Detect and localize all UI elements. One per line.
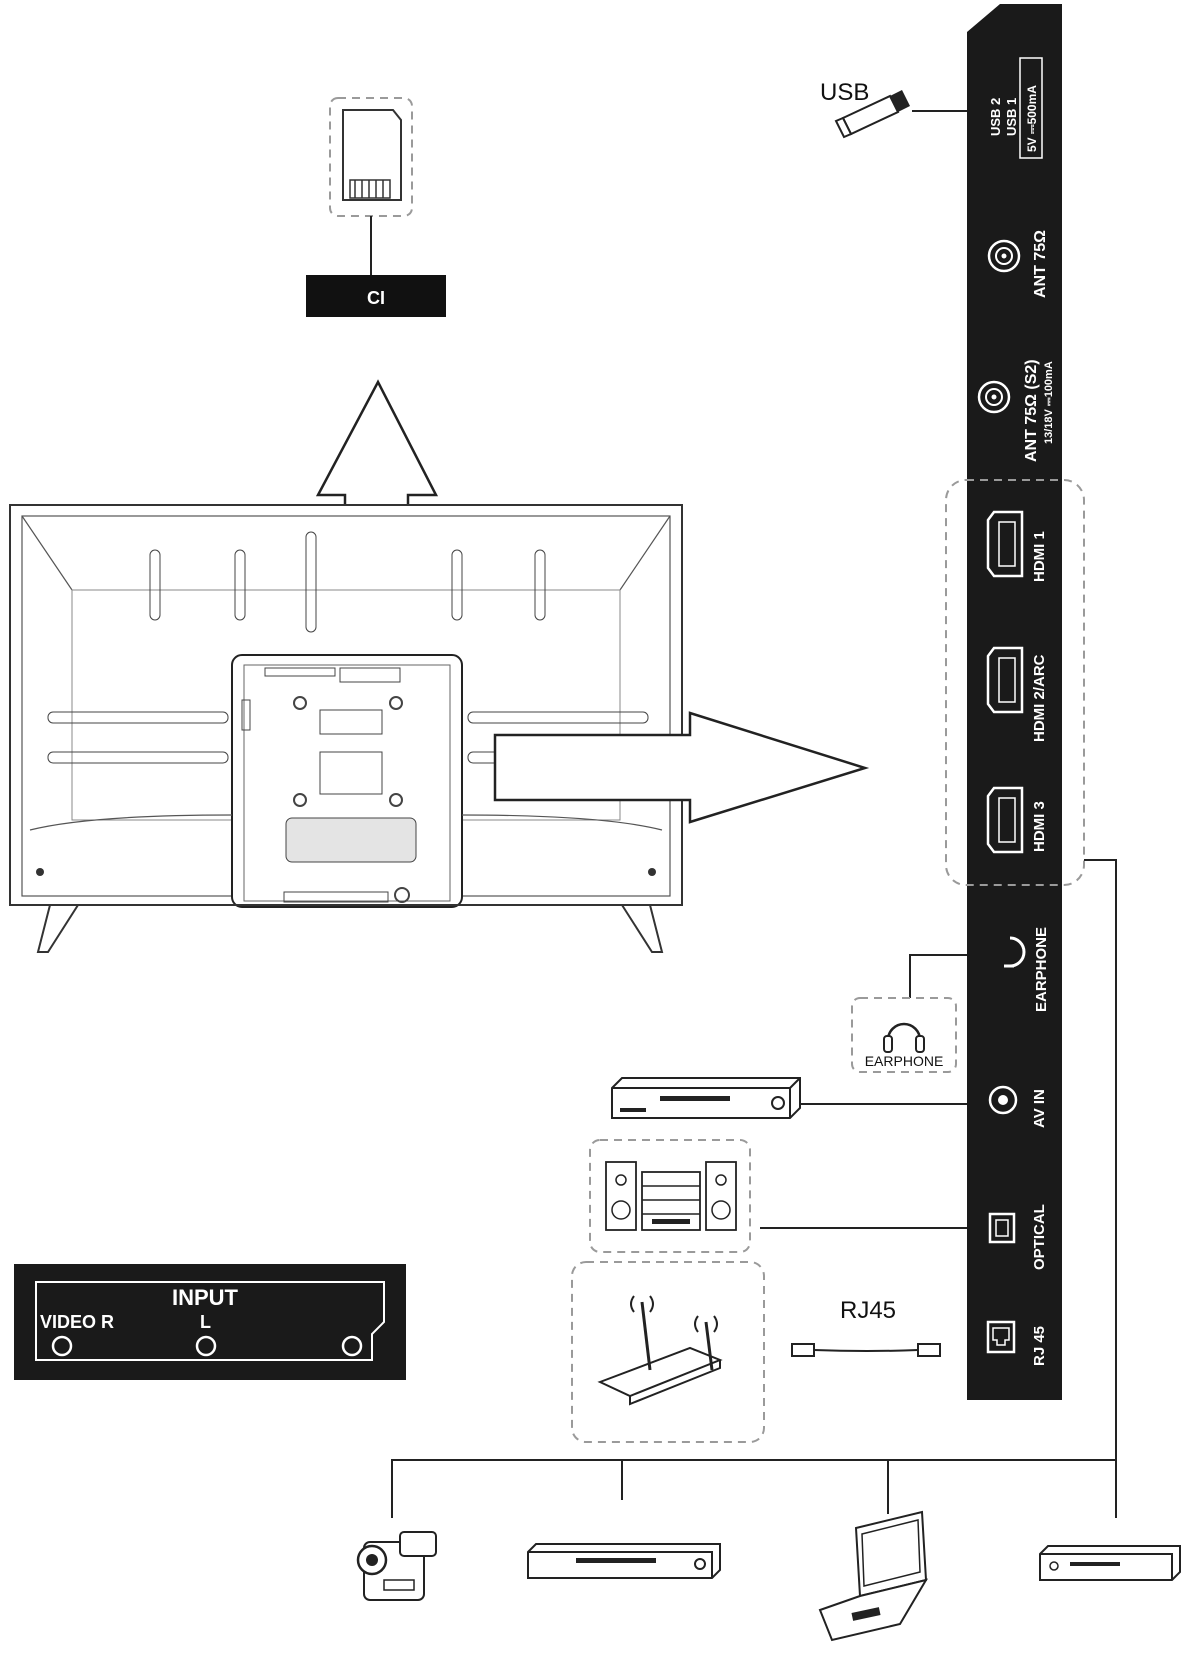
rj45-port-label: RJ 45 — [1031, 1326, 1048, 1366]
set-top-box-icon — [1039, 1545, 1181, 1581]
hdmi3-port[interactable] — [986, 786, 1024, 854]
ci-label: CI — [367, 288, 385, 308]
ant-s2-port[interactable] — [977, 380, 1011, 414]
right-arrow-icon — [493, 711, 870, 824]
optical-port[interactable] — [988, 1212, 1016, 1244]
input-side-panel: INPUT VIDEO R L — [14, 1264, 406, 1380]
hdmi3-label: HDMI 3 — [1031, 801, 1048, 852]
rj45-cable-icon — [791, 1343, 941, 1357]
ci-label-box: CI — [306, 275, 446, 317]
earphone-device-label: EARPHONE — [865, 1053, 944, 1069]
laptop-icon — [818, 1510, 929, 1642]
usb-power-label: 5V ⎓500mA — [1025, 85, 1039, 152]
earphone-port[interactable] — [1004, 936, 1026, 968]
input-video-jack[interactable] — [51, 1335, 73, 1357]
av-in-label: AV IN — [1031, 1089, 1048, 1128]
headphones-icon — [851, 997, 957, 1073]
router-icon — [571, 1261, 765, 1443]
ant-label: ANT 75Ω — [1032, 230, 1049, 298]
hdmi-group-outline — [945, 479, 1085, 886]
hdmi2-label: HDMI 2/ARC — [1031, 654, 1048, 742]
hdmi1-label: HDMI 1 — [1031, 531, 1048, 582]
ant-s2-label: ANT 75Ω (S2) — [1023, 359, 1040, 462]
dvd-player-icon — [527, 1543, 721, 1579]
input-title: INPUT — [172, 1285, 239, 1310]
dvd-player-icon — [611, 1077, 801, 1119]
usb-stick-icon — [834, 90, 910, 139]
rj45-port[interactable] — [986, 1320, 1016, 1354]
ant-s2-power-label: 13/18V ⎓100mA — [1043, 361, 1055, 444]
ci-card-icon — [329, 97, 413, 217]
earphone-connector-line — [909, 954, 967, 998]
hdmi-connector-line — [1084, 859, 1117, 1518]
optical-label: OPTICAL — [1031, 1204, 1048, 1270]
ant-port[interactable] — [987, 239, 1021, 273]
stereo-icon — [589, 1139, 751, 1253]
hdmi2-port[interactable] — [986, 646, 1024, 714]
earphone-port-label: EARPHONE — [1033, 927, 1050, 1012]
input-video-label: VIDEO R — [40, 1312, 114, 1332]
input-l-jack[interactable] — [195, 1335, 217, 1357]
usb-port-label-group: USB 2 USB 1 5V ⎓500mA — [988, 57, 1043, 159]
camcorder-icon — [356, 1531, 437, 1601]
av-in-port[interactable] — [988, 1085, 1018, 1115]
input-r-jack[interactable] — [341, 1335, 363, 1357]
tv-back-illustration — [9, 504, 683, 953]
usb-device-label: USB — [820, 79, 869, 106]
usb1-label: USB 1 — [1004, 98, 1019, 136]
usb2-label: USB 2 — [988, 98, 1003, 136]
rj45-cable-label: RJ45 — [840, 1297, 896, 1324]
hdmi-bus-line — [391, 1459, 1116, 1518]
input-l-label: L — [200, 1312, 211, 1332]
hdmi1-port[interactable] — [986, 510, 1024, 578]
